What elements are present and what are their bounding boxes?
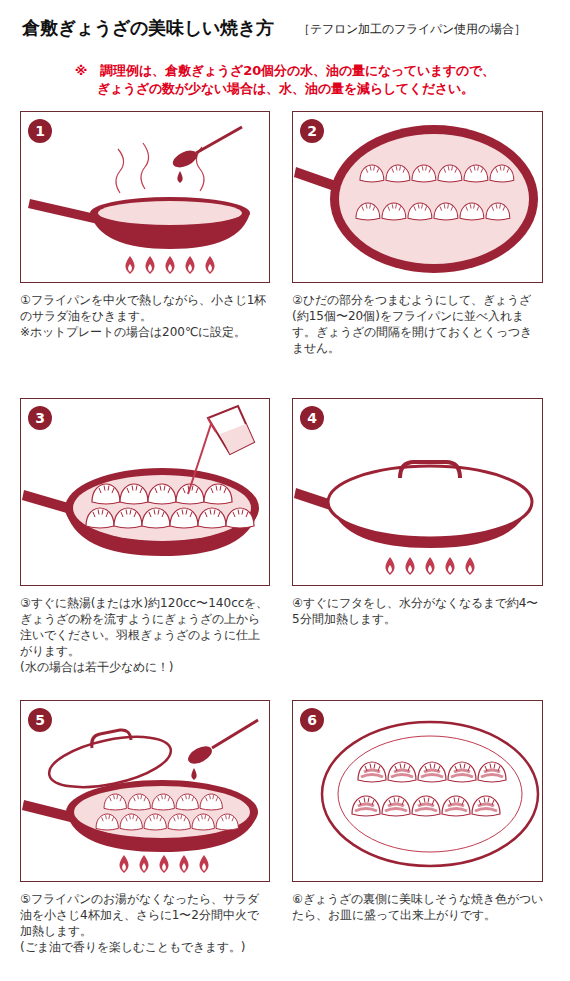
flames — [119, 855, 208, 873]
subtitle-note: ［テフロン加工のフライパン使用の場合］ — [298, 21, 566, 38]
panel-border — [21, 112, 270, 283]
panel-border — [21, 399, 270, 586]
step-description: (ごま油で香りを楽しむこともできます。) — [20, 939, 270, 955]
measuring-cup — [188, 406, 254, 494]
panel-border — [293, 399, 543, 586]
panel-border — [293, 701, 543, 882]
frying-pan — [22, 468, 259, 556]
step-panel: 4 ④すぐにフタをし、水分がなくなるまで約4〜5分間加熱します。 — [292, 398, 543, 627]
flames — [385, 557, 474, 575]
spoon — [185, 720, 258, 780]
step-illustration — [20, 111, 270, 283]
callout-number: 2 — [300, 119, 324, 143]
flames — [125, 256, 214, 274]
plate — [322, 722, 538, 866]
step-description: ⑥ぎょうざの裏側に美味しそうな焼き色がついたら、お皿に盛って出来上がりです。 — [292, 891, 543, 923]
callout-number: 4 — [300, 406, 324, 430]
callout-number: 1 — [28, 119, 52, 143]
step-description: ①フライパンを中火で熱しながら、小さじ1杯のサラダ油をひきます。 — [20, 292, 270, 324]
step-illustration — [292, 700, 543, 882]
callout-number: 3 — [28, 406, 52, 430]
frying-pan — [28, 197, 250, 249]
callout-number: 5 — [28, 708, 52, 732]
gyoza — [96, 794, 238, 830]
pan-lid — [328, 462, 532, 538]
step-illustration — [292, 398, 543, 586]
panel-border — [293, 112, 543, 283]
warning-note: ぎょうざの数が少ない場合は、水、油の量を減らしてください。 — [0, 80, 570, 97]
step-panel: 3 ③すぐに熱湯(または水)約120cc〜140ccを、ぎょうざの粉を流すようにぎ… — [20, 398, 270, 675]
step-panel: 1 ①フライパンを中火で熱しながら、小さじ1杯のサラダ油をひきます。※ホットプレー… — [20, 111, 270, 340]
step-description: ④すぐにフタをし、水分がなくなるまで約4〜5分間加熱します。 — [292, 595, 543, 627]
step-description: (水の場合は若干少なめに！) — [20, 659, 270, 675]
gyoza — [352, 762, 506, 816]
step-panel: 5 ⑤フライパンのお湯がなくなったら、サラダ油を小さじ4杯加え、さらに1〜2分間中… — [20, 700, 270, 955]
warning-note: ※ 調理例は、倉敷ぎょうざ20個分の水、油の量になっていますので、 — [0, 62, 570, 79]
step-panel: 2 ②ひだの部分をつまむようにして、ぎょうざ(約15個〜20個)をフライパンに並べ… — [292, 111, 543, 356]
gyoza — [86, 484, 254, 528]
panel-border — [21, 701, 270, 882]
callout-number: 6 — [300, 708, 324, 732]
page-title: 倉敷ぎょうざの美味しい焼き方 — [22, 16, 274, 40]
step-description: ※ホットプレートの場合は200℃に設定。 — [20, 324, 270, 340]
step-description: ⑤フライパンのお湯がなくなったら、サラダ油を小さじ4杯加え、さらに1〜2分間中火… — [20, 891, 270, 939]
frying-pan — [294, 125, 538, 273]
step-illustration — [20, 700, 270, 882]
step-description: ③すぐに熱湯(または水)約120cc〜140ccを、ぎょうざの粉を流すようにぎょ… — [20, 595, 270, 659]
gyoza — [356, 165, 514, 220]
frying-pan — [22, 780, 258, 852]
step-description: ②ひだの部分をつまむようにして、ぎょうざ(約15個〜20個)をフライパンに並べ入… — [292, 292, 543, 356]
steam — [116, 143, 204, 193]
step-illustration — [292, 111, 543, 283]
spoon — [170, 127, 242, 183]
step-illustration — [20, 398, 270, 586]
step-panel: 6 ⑥ぎょうざの裏側に美味しそうな焼き色がついたら、お皿に盛って出来上がりです。 — [292, 700, 543, 923]
